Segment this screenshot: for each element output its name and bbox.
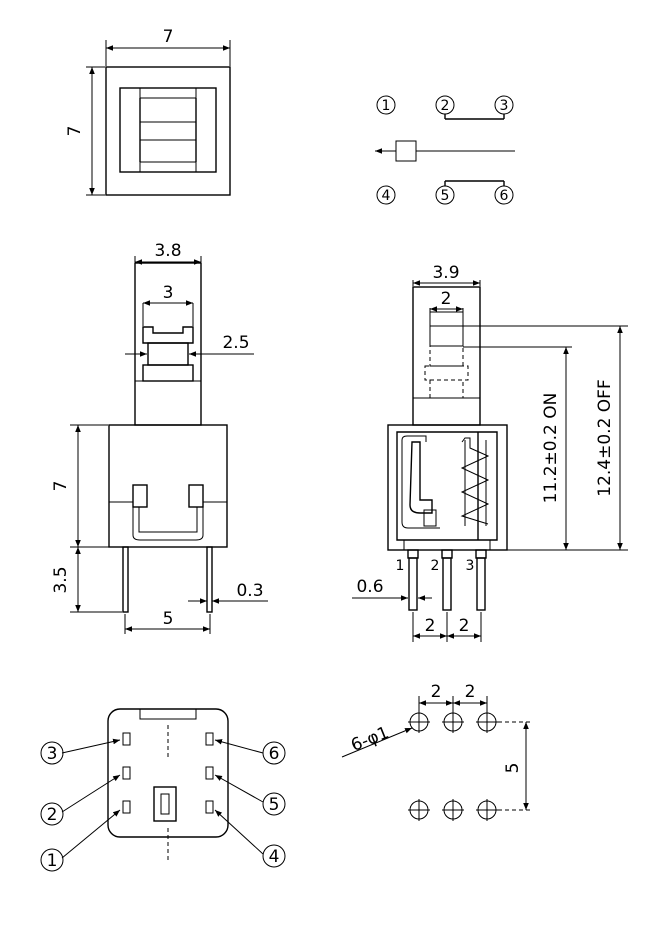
bottom-terminal-4-label: 4 [269, 847, 280, 867]
switch-schematic: 1 2 3 4 5 6 [375, 95, 515, 205]
terminal-2-label: 2 [441, 98, 450, 114]
bottom-terminal-3-label: 3 [47, 744, 58, 764]
hole-top-1 [408, 711, 430, 733]
hole-top-2 [442, 711, 464, 733]
bottom-terminal-2-label: 2 [47, 805, 58, 825]
side-pitch-a-label: 2 [425, 616, 436, 636]
hole-top-3 [476, 711, 498, 733]
bottom-terminal-5-label: 5 [269, 795, 280, 815]
bottom-terminal-1-label: 1 [47, 851, 58, 871]
terminal-4-label: 4 [382, 188, 391, 204]
top-view: 7 7 [65, 27, 231, 196]
hole-bottom-3 [476, 799, 498, 821]
terminal-5-label: 5 [441, 188, 450, 204]
on-height-label: 11.2±0.2 ON [541, 393, 561, 504]
terminal-1-label: 1 [382, 98, 391, 114]
side-button-width-label: 2 [441, 289, 452, 309]
side-pin-3-label: 3 [466, 558, 475, 574]
terminal-3-label: 3 [500, 98, 509, 114]
pin-thickness-label: 0.3 [236, 581, 263, 601]
front-view: 3.8 3 2.5 7 3.5 5 0.3 [51, 241, 268, 634]
button-step-label: 2.5 [222, 333, 249, 353]
button-width-label: 3.8 [154, 241, 181, 261]
top-width-label: 7 [163, 27, 174, 47]
pcb-hole-layout: 5 2 2 6-φ1 [341, 682, 532, 821]
pcb-pitch-a-label: 2 [431, 682, 442, 702]
hole-spec-label: 6-φ1 [348, 723, 392, 756]
hole-bottom-1 [408, 799, 430, 821]
pcb-pitch-b-label: 2 [465, 682, 476, 702]
button-inner-label: 3 [163, 283, 174, 303]
pin-pitch-label: 5 [163, 609, 174, 629]
pin-width-label: 0.6 [356, 577, 383, 597]
off-height-label: 12.4±0.2 OFF [595, 379, 615, 496]
terminal-6-label: 6 [500, 188, 509, 204]
side-pin-1-label: 1 [396, 558, 405, 574]
pin-length-label: 3.5 [51, 566, 71, 593]
side-pitch-b-label: 2 [459, 616, 470, 636]
side-pin-2-label: 2 [431, 558, 440, 574]
body-height-label: 7 [51, 481, 71, 492]
bottom-view: 3 2 1 6 5 4 [40, 708, 286, 872]
side-view: 1 2 3 3.9 2 11.2±0.2 ON 12.4±0.2 OFF 0.6… [352, 263, 628, 642]
row-spacing-label: 5 [503, 763, 523, 774]
bottom-terminal-6-label: 6 [269, 744, 280, 764]
hole-bottom-2 [442, 799, 464, 821]
side-width-label: 3.9 [432, 263, 459, 283]
top-height-label: 7 [65, 126, 85, 137]
